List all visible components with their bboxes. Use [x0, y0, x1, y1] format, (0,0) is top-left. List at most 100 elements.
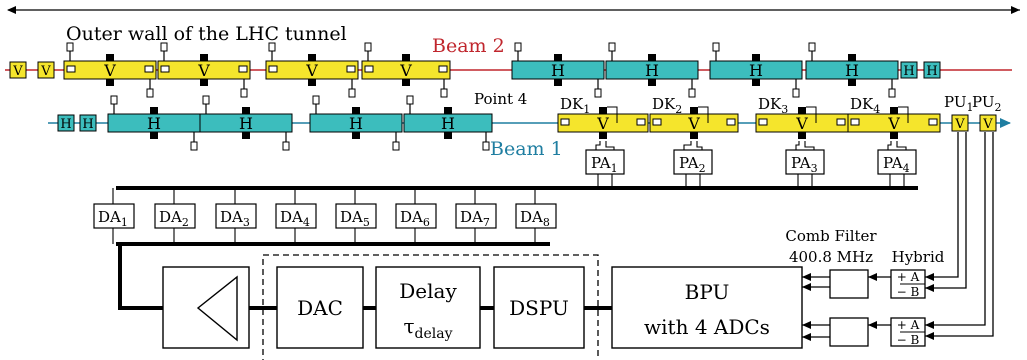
beam2-label: Beam 2: [432, 35, 505, 57]
hybrid-top-plus-a: + A: [897, 270, 920, 284]
power-amplifier-4: PA4: [877, 141, 917, 188]
svg-text:PA3: PA3: [791, 154, 818, 175]
driver-amplifier-6: DA6: [395, 188, 437, 244]
svg-text:DA8: DA8: [520, 208, 550, 229]
magnet-letter: H: [645, 61, 659, 80]
magnet-letter: H: [749, 61, 763, 80]
magnet-letter: V: [887, 114, 900, 133]
magnet-letter: V: [305, 61, 318, 80]
dspu-label: DSPU: [509, 296, 569, 320]
magnet-letter: V: [954, 117, 965, 132]
driver-amplifier-2: DA2: [154, 188, 196, 244]
svg-text:DA2: DA2: [159, 208, 189, 229]
delay-block: [375, 266, 481, 349]
magnet-letter: V: [596, 114, 609, 133]
dac-label: DAC: [297, 296, 343, 320]
svg-text:DA3: DA3: [220, 208, 250, 229]
driver-amplifier-7: DA7: [455, 188, 497, 244]
bpu-label-line2: with 4 ADCs: [644, 315, 770, 339]
bpu-label-line1: BPU: [685, 280, 730, 304]
power-amplifier-3: PA3: [785, 141, 825, 188]
amplifier-triangle-icon: [196, 275, 238, 342]
comb-filter-bottom: [829, 317, 869, 347]
kicker-label-3: DK3: [758, 95, 788, 116]
magnet-letter: V: [197, 61, 210, 80]
pickup-1: V: [951, 114, 969, 132]
beam2-small-h-magnet: H: [900, 61, 918, 79]
link-bus-to-amp: [118, 244, 163, 310]
magnet-letter: H: [551, 61, 565, 80]
magnet-letter: H: [60, 117, 71, 132]
magnet-letter: V: [399, 61, 412, 80]
magnet-letter: V: [982, 117, 993, 132]
driver-amplifier-3: DA3: [215, 188, 257, 244]
outer-wall-label: Outer wall of the LHC tunnel: [66, 23, 347, 45]
svg-text:DA7: DA7: [460, 208, 490, 229]
pickup-label-2: PU2: [972, 93, 1001, 114]
magnet-letter: V: [103, 61, 116, 80]
magnet-letter: V: [795, 114, 808, 133]
beam1-kicker-h-4: H: [403, 95, 493, 151]
beam1-kicker-h-2: H: [199, 95, 293, 151]
comb-frequency-label: 400.8 MHz: [789, 248, 873, 266]
beam2-kicker-h-4: H: [805, 42, 899, 98]
svg-text:DA6: DA6: [400, 208, 430, 229]
dac-block: [276, 266, 364, 349]
hybrid-bottom-minus-b: − B: [897, 333, 920, 347]
driver-amplifier-5: DA5: [335, 188, 377, 244]
beam2-kicker-h-3: H: [709, 42, 803, 98]
beam1-kicker-h-3: H: [309, 95, 403, 151]
power-amplifier-1: PA1: [585, 141, 625, 188]
beam2-small-h-magnet: H: [923, 61, 941, 79]
beam1-small-h-magnet: H: [79, 114, 97, 132]
magnet-letter: H: [349, 114, 363, 133]
svg-text:PA4: PA4: [883, 154, 910, 175]
svg-text:PA1: PA1: [591, 154, 618, 175]
hybrid-top-minus-b: − B: [897, 285, 920, 299]
beam1-small-h-magnet: H: [57, 114, 75, 132]
pickup-2: V: [979, 114, 997, 132]
beam1-label: Beam 1: [490, 138, 563, 160]
kicker-label-1: DK1: [560, 95, 590, 116]
magnet-letter: V: [687, 114, 700, 133]
comb-filter-top: [829, 269, 869, 299]
amplifier-block: [162, 266, 250, 349]
magnet-letter: H: [239, 114, 253, 133]
power-amplifier-2: PA2: [673, 141, 713, 188]
beam2-kicker-v-2: V: [157, 42, 251, 98]
beam2-small-v-magnet: V: [37, 61, 55, 79]
driver-amplifier-1: DA1: [93, 188, 135, 244]
kicker-label-2: DK2: [652, 95, 682, 116]
point4-label: Point 4: [474, 90, 527, 108]
magnet-letter: H: [82, 117, 93, 132]
magnet-letter: H: [845, 61, 859, 80]
comb-filter-label: Comb Filter: [785, 227, 877, 245]
beam1-damper-kicker-2: V: [649, 106, 739, 139]
bpu-block: [611, 266, 803, 349]
svg-text:DA1: DA1: [98, 208, 128, 229]
hybrid-bottom-plus-a: + A: [897, 318, 920, 332]
beam2-kicker-h-2: H: [605, 42, 699, 98]
dspu-block: [493, 266, 585, 349]
magnet-letter: H: [441, 114, 455, 133]
driver-amplifier-8: DA8: [515, 188, 557, 244]
magnet-letter: V: [12, 64, 23, 79]
delay-label: Delay: [399, 279, 457, 303]
beam1-damper-kicker-1: V: [557, 106, 649, 139]
hybrid-label: Hybrid: [892, 248, 945, 266]
kicker-label-4: DK4: [850, 95, 880, 116]
tau-delay-label: τdelay: [403, 314, 452, 342]
svg-text:PA2: PA2: [679, 154, 706, 175]
beam1-damper-kicker-4: V: [847, 106, 941, 139]
magnet-letter: H: [903, 64, 914, 79]
beam1-kicker-h-1: H: [107, 95, 201, 151]
beam2-kicker-v-4: V: [361, 42, 451, 98]
driver-amplifier-4: DA4: [275, 188, 317, 244]
magnet-letter: V: [40, 64, 51, 79]
svg-text:DA5: DA5: [340, 208, 370, 229]
beam2-kicker-v-3: V: [265, 42, 359, 98]
magnet-letter: H: [147, 114, 161, 133]
svg-text:DA4: DA4: [280, 208, 310, 229]
